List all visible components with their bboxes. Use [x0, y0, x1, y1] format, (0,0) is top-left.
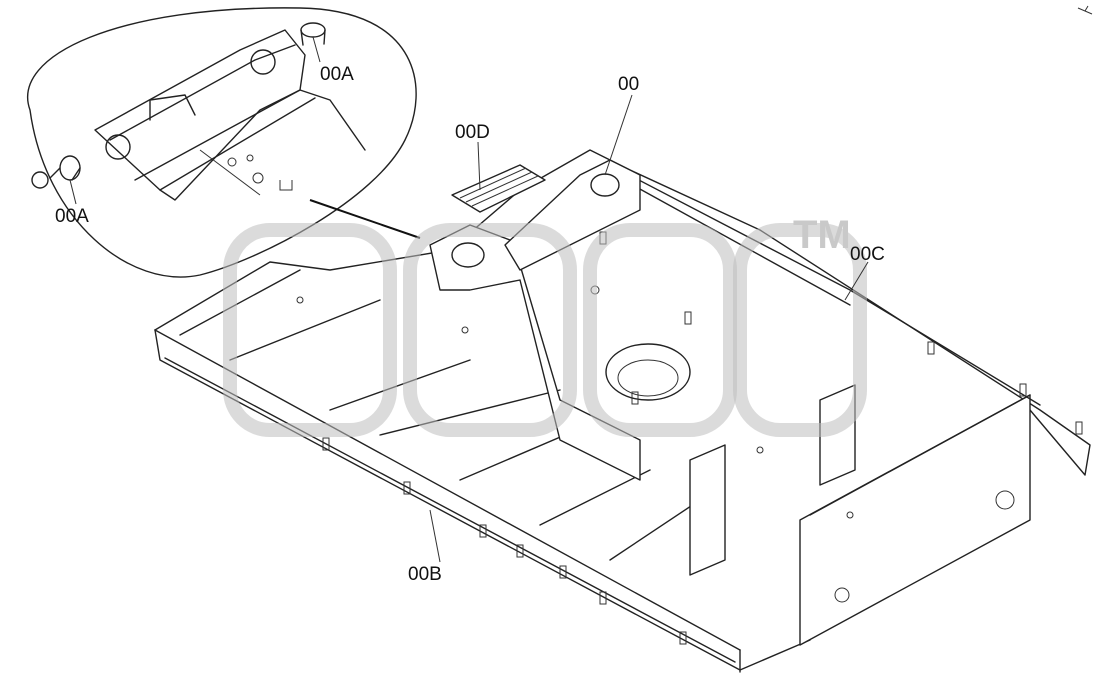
watermark: TM [223, 213, 867, 437]
detail-inset [27, 7, 417, 278]
callout-00a-lower: 00A [55, 206, 89, 227]
lower-bushing-shape [59, 155, 81, 181]
inset-connector-line [309, 199, 421, 239]
callout-00b: 00B [408, 564, 442, 585]
callout-00d: 00D [455, 122, 490, 143]
callout-00a-upper: 00A [320, 64, 354, 85]
leaders [429, 94, 869, 563]
callout-00c: 00C [850, 244, 885, 265]
main-frame-drawing [154, 149, 1091, 673]
upper-bushing-shape [300, 22, 326, 38]
watermark-tm: TM [793, 213, 851, 257]
corner-mark [1077, 5, 1093, 15]
callout-00: 00 [618, 74, 639, 95]
